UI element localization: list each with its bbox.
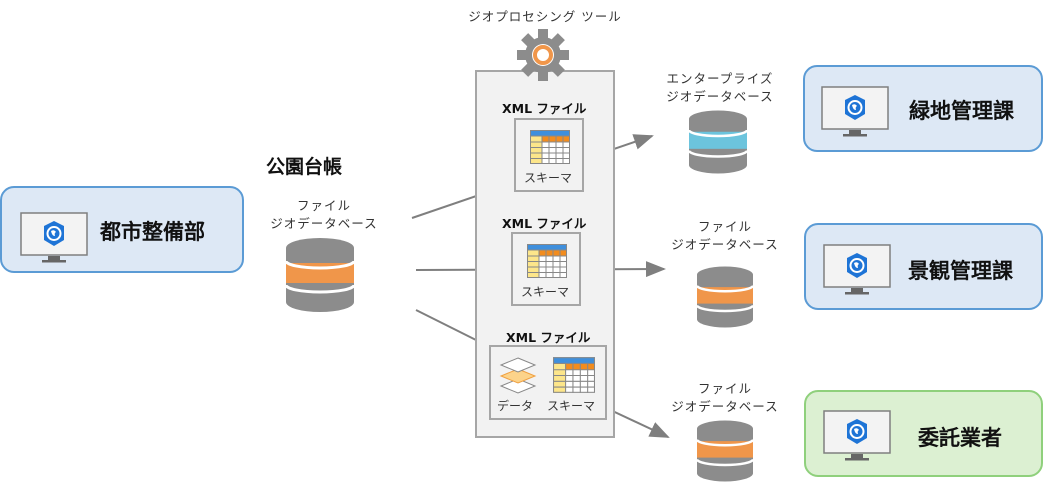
target-db-label-line2: ジオデータベース <box>666 89 774 104</box>
arcgis-pro-monitor-icon <box>823 244 891 295</box>
department-name: 都市整備部 <box>100 220 205 244</box>
department-name: 委託業者 <box>918 426 1002 450</box>
gear-icon <box>517 29 569 81</box>
tool-label: ジオプロセシング ツール <box>468 9 622 24</box>
schema-label: スキーマ <box>521 285 570 299</box>
target-db-label-line1: ファイル <box>697 219 752 234</box>
data-layers-icon <box>499 357 537 394</box>
target-department-box-3: 委託業者 <box>804 390 1043 477</box>
target-department-box-2: 景観管理課 <box>804 223 1043 310</box>
target-db-label-line2: ジオデータベース <box>671 399 779 414</box>
file-geodatabase-icon <box>695 420 755 482</box>
xml-export-2: スキーマ <box>511 232 581 306</box>
source-db-label-line2: ジオデータベース <box>270 216 378 231</box>
arcgis-pro-monitor-icon <box>821 86 889 137</box>
department-name: 景観管理課 <box>908 259 1013 283</box>
data-label: データ <box>497 399 534 413</box>
schema-table-icon <box>553 357 595 393</box>
xml-file-title-1: XML ファイル <box>502 101 587 116</box>
target-db-label-line1: ファイル <box>697 381 752 396</box>
schema-table-icon <box>530 130 570 164</box>
schema-table-icon <box>527 244 567 278</box>
target-db-label-line2: ジオデータベース <box>671 237 779 252</box>
schema-label: スキーマ <box>547 399 596 413</box>
arcgis-pro-monitor-icon <box>823 410 891 461</box>
target-db-label-line1: エンタープライズ <box>666 71 774 86</box>
department-name: 緑地管理課 <box>909 99 1014 123</box>
xml-file-title-2: XML ファイル <box>502 216 587 231</box>
target-department-box-1: 緑地管理課 <box>803 65 1043 152</box>
xml-export-3: データ スキーマ <box>489 345 607 420</box>
enterprise-geodatabase-icon <box>687 110 749 174</box>
source-db-label-line1: ファイル <box>296 198 351 213</box>
dataset-title: 公園台帳 <box>266 156 343 178</box>
xml-file-title-3: XML ファイル <box>506 330 591 345</box>
xml-export-1: スキーマ <box>514 118 584 192</box>
schema-label: スキーマ <box>524 171 573 185</box>
file-geodatabase-icon <box>284 238 356 312</box>
source-department-box: 都市整備部 <box>0 186 244 273</box>
file-geodatabase-icon <box>695 266 755 328</box>
arcgis-pro-monitor-icon <box>20 212 88 263</box>
